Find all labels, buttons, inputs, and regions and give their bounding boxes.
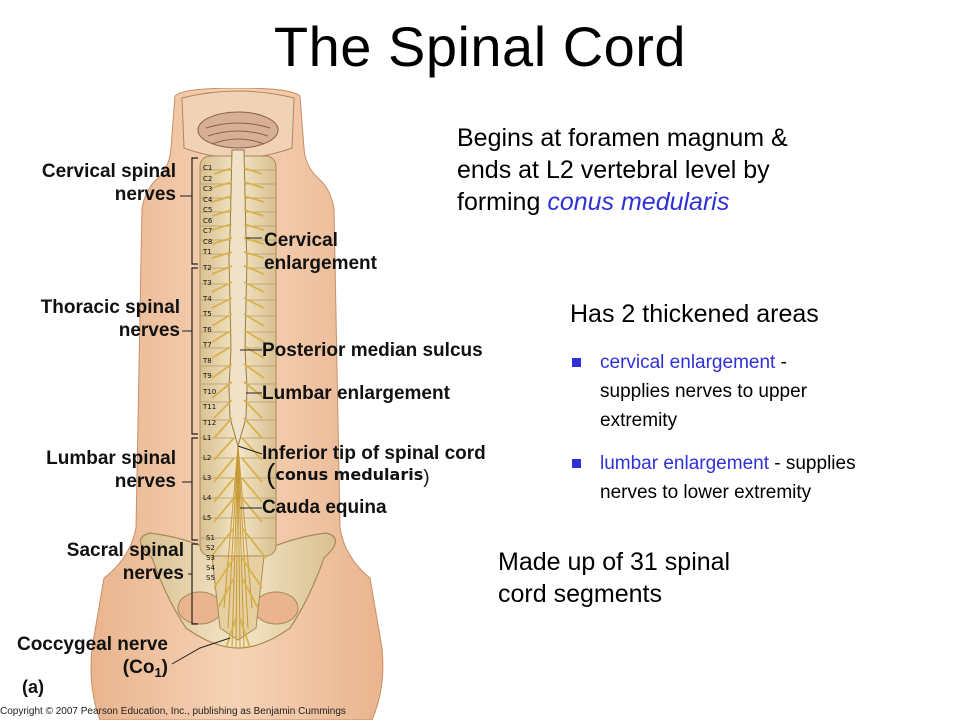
segment-label-l2: L2 — [203, 454, 212, 462]
leader-lines — [171, 195, 263, 665]
segment-label-c6: C6 — [203, 216, 213, 225]
segments-text: Made up of 31 spinal cord segments — [498, 548, 731, 608]
spinal-cord — [228, 149, 248, 448]
segment-label-t7: T7 — [203, 341, 212, 349]
label-inferior-tip: Inferior tip of spinal cord — [262, 443, 486, 464]
label-sacral-spinal-nerves: Sacral spinal nerves — [66, 540, 184, 584]
segment-label-c1: C1 — [203, 164, 213, 172]
segment-label-c2: C2 — [203, 174, 213, 183]
segment-label-t9: T9 — [203, 372, 212, 380]
segment-label-c3: C3 — [203, 185, 213, 193]
segment-label-t11: T11 — [203, 403, 217, 411]
segment-label-t6: T6 — [203, 325, 212, 334]
segment-label-l4: L4 — [203, 494, 212, 502]
sacrum — [211, 555, 265, 641]
highlight-conus-medularis: conus medularis — [547, 188, 730, 216]
label-lumbar-enlargement: Lumbar enlargement — [262, 383, 450, 404]
label-lumbar-spinal-nerves: Lumbar spinal nerves — [46, 448, 176, 492]
label-thoracic-spinal-nerves: Thoracic spinal nerves — [40, 297, 180, 341]
label-coccygeal-nerve: Coccygeal nerve (Co1) — [16, 634, 168, 680]
square-bullet-icon — [572, 358, 581, 367]
segment-label-l5: L5 — [203, 514, 212, 522]
segment-label-s5: S5 — [206, 574, 215, 582]
segment-label-l3: L3 — [203, 474, 212, 482]
segment-label-s1: S1 — [206, 534, 215, 542]
segment-label-s3: S3 — [206, 554, 215, 562]
spinal-cord-illustration — [90, 88, 384, 720]
region-brackets — [191, 157, 198, 625]
thickened-heading: Has 2 thickened areas — [570, 300, 819, 328]
begins-text: Begins at foramen magnum & ends at L2 ve… — [457, 124, 788, 216]
segment-label-s2: S2 — [206, 544, 215, 552]
segment-label-l1: L1 — [203, 434, 212, 442]
label-conus-medularis: (conus medularis) — [266, 458, 430, 489]
cerebellum — [197, 111, 279, 149]
bullet-lumbar-enlargement: lumbar enlargement - supplies nerves to … — [570, 449, 950, 507]
slide-title: The Spinal Cord — [273, 15, 687, 78]
label-posterior-median-sulcus: Posterior median sulcus — [262, 340, 483, 361]
panel-label: (a) — [22, 677, 44, 697]
segment-label-t5: T5 — [203, 310, 212, 318]
segment-label-t3: T3 — [203, 279, 212, 287]
square-bullet-icon — [572, 459, 581, 468]
label-cervical-enlargement: Cervical enlargement — [264, 230, 377, 274]
segment-label-c7: C7 — [203, 227, 213, 235]
spinal-nerves — [209, 167, 267, 649]
segment-label-t10: T10 — [203, 387, 217, 396]
thickened-areas-list: cervical enlargement - supplies nerves t… — [570, 348, 950, 521]
cauda-equina-strands — [223, 445, 253, 649]
segment-label-t8: T8 — [203, 356, 212, 365]
segment-label-t4: T4 — [203, 294, 212, 303]
segment-label-c4: C4 — [203, 195, 213, 204]
segment-label-t1: T1 — [203, 248, 212, 256]
copyright-notice: Copyright © 2007 Pearson Education, Inc.… — [0, 706, 346, 717]
label-cauda-equina: Cauda equina — [262, 497, 387, 518]
label-cervical-spinal-nerves: Cervical spinal nerves — [41, 161, 176, 205]
bullet-cervical-enlargement: cervical enlargement - supplies nerves t… — [570, 348, 950, 435]
segment-label-s4: S4 — [206, 564, 215, 572]
segment-label-t2: T2 — [203, 263, 212, 272]
segment-label-c5: C5 — [203, 206, 213, 214]
segment-label-c8: C8 — [203, 237, 213, 246]
segment-label-t12: T12 — [203, 418, 217, 427]
